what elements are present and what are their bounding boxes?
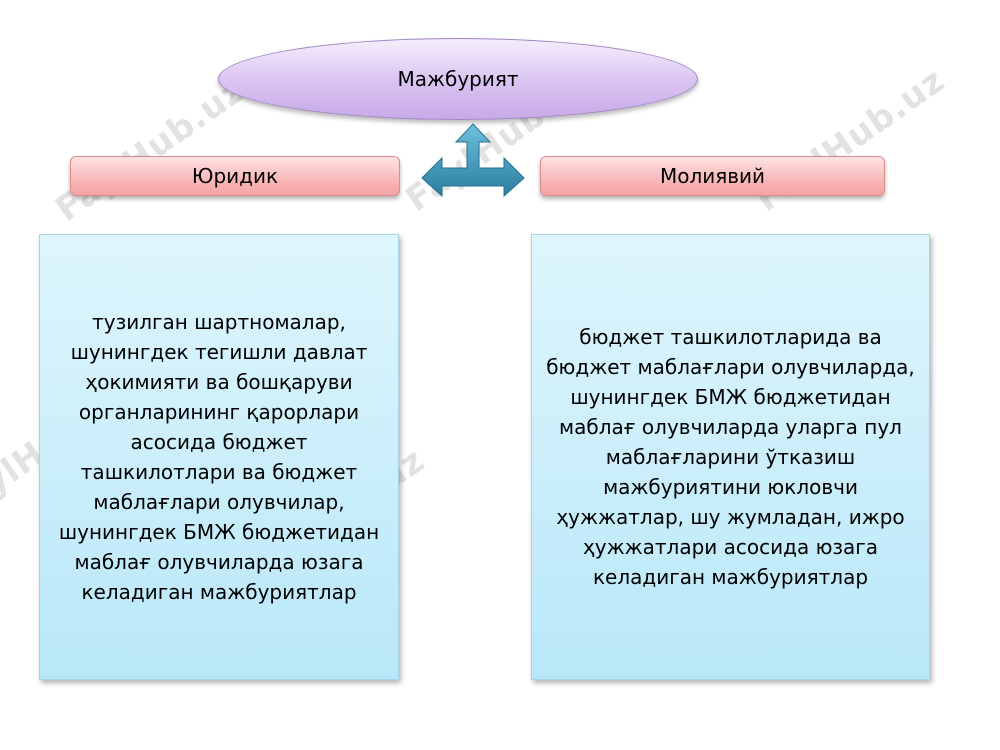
- watermark: FaylHub.uz: [48, 70, 253, 230]
- top-node-label: Мажбурият: [397, 67, 519, 91]
- legal-description-box: тузилган шартномалар, шунингдек тегишли …: [39, 234, 399, 680]
- three-way-arrow-icon: [421, 123, 525, 198]
- legal-description-text: тузилган шартномалар, шунингдек тегишли …: [58, 310, 380, 604]
- financial-description-text: бюджет ташкилотларида ва бюджет маблағла…: [546, 325, 915, 589]
- financial-description-box: бюджет ташкилотларида ва бюджет маблағла…: [531, 234, 930, 680]
- financial-header: Молиявий: [540, 156, 885, 196]
- legal-header-label: Юридик: [191, 164, 279, 188]
- top-node-ellipse: Мажбурият: [218, 38, 698, 120]
- financial-header-label: Молиявий: [659, 164, 766, 188]
- legal-header: Юридик: [70, 156, 400, 196]
